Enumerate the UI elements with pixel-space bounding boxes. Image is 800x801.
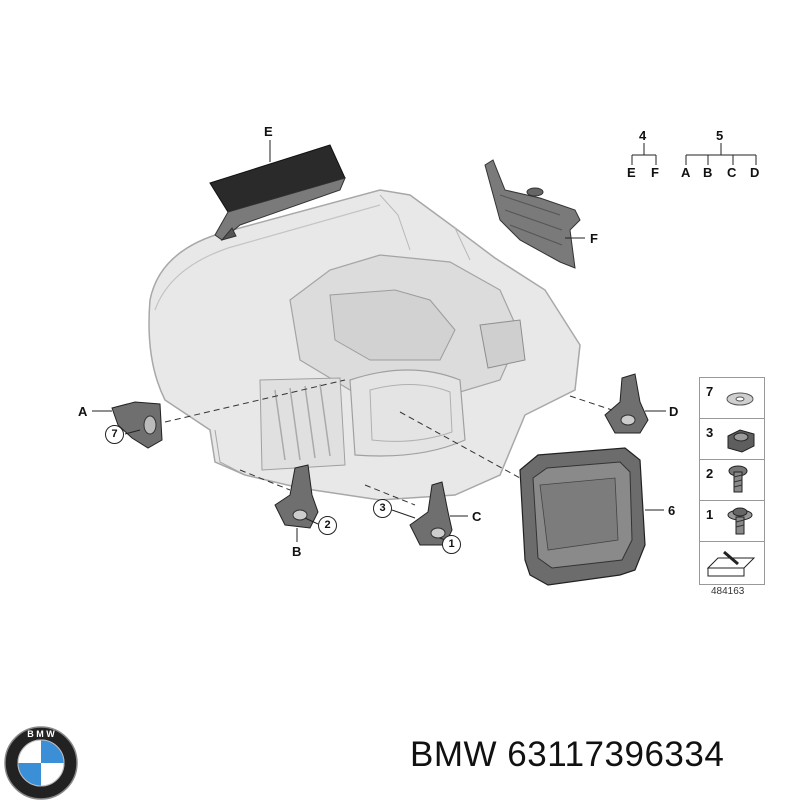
diagram-id: 484163 [711, 586, 745, 597]
legend-row-arrow [700, 542, 764, 582]
callout-e: E [264, 124, 273, 139]
logo-lettering: B M W [27, 729, 55, 739]
parts-legend: 7 3 2 1 [699, 377, 765, 585]
circle-7: 7 [105, 425, 124, 444]
circle-3: 3 [373, 499, 392, 518]
dash-d [569, 395, 613, 411]
callout-f: F [590, 231, 598, 246]
dash-a [164, 379, 346, 423]
dash-c [364, 484, 416, 506]
leader-7 [124, 429, 141, 435]
tree-child-e: E [627, 165, 636, 180]
tree-child-f: F [651, 165, 659, 180]
callout-a: A [78, 404, 88, 419]
part-number: 63117396334 [507, 735, 725, 774]
screw-icon [728, 465, 748, 493]
brand-name: BMW [410, 735, 498, 774]
legend-number: 7 [706, 384, 714, 399]
bmw-logo-icon: B M W [4, 726, 78, 800]
legend-row-1: 1 [700, 501, 764, 542]
collar-screw-icon [727, 507, 753, 535]
legend-row-7: 7 [700, 378, 764, 419]
callout-d: D [669, 404, 679, 419]
dash-b [239, 469, 291, 491]
part-6-cover [519, 447, 646, 586]
tree-parent-4: 4 [639, 128, 647, 143]
legend-number: 3 [706, 425, 714, 440]
bracket-c [409, 481, 453, 546]
part-f-bracket [484, 159, 581, 269]
tree-parent-5: 5 [716, 128, 724, 143]
diagram-arrow-icon [706, 550, 756, 577]
tree-child-b: B [703, 165, 713, 180]
tree-child-a: A [681, 165, 691, 180]
legend-row-3: 3 [700, 419, 764, 460]
tree-child-d: D [750, 165, 760, 180]
circle-1: 1 [442, 535, 461, 554]
tree-child-c: C [727, 165, 737, 180]
legend-row-2: 2 [700, 460, 764, 501]
bracket-b [274, 464, 319, 529]
nut-icon [727, 429, 755, 453]
legend-number: 1 [706, 507, 714, 522]
leader-2 [304, 517, 319, 525]
group-tree [631, 143, 757, 165]
bracket-d [604, 373, 649, 434]
part-e-trim-strip [209, 144, 346, 241]
callout-b: B [292, 544, 302, 559]
dash-6 [399, 411, 521, 479]
headlight-housing [148, 189, 581, 501]
brand-part-label: BMW 63117396334 [410, 735, 724, 775]
callout-6: 6 [668, 503, 676, 518]
washer-icon [726, 392, 754, 406]
callout-c: C [472, 509, 482, 524]
legend-number: 2 [706, 466, 714, 481]
circle-2: 2 [318, 516, 337, 535]
leader-3 [391, 509, 416, 519]
